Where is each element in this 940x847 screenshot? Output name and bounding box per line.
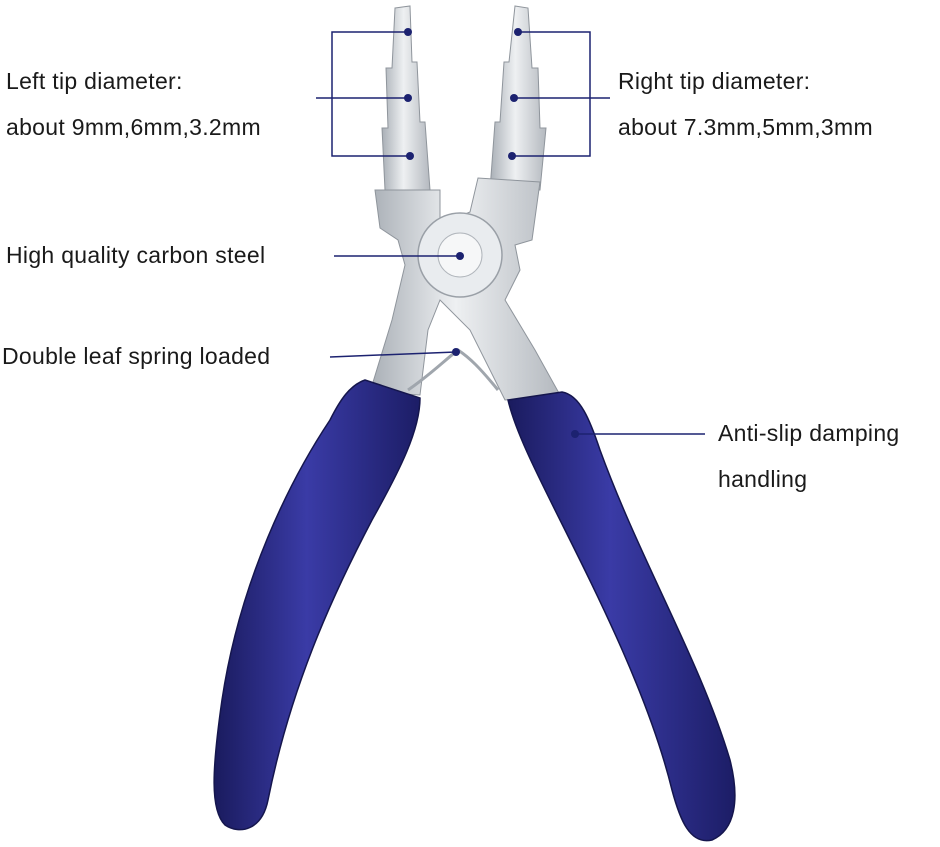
grip-callout: Anti-slip damping handling [718, 410, 900, 502]
left-tip-title: Left tip diameter: [6, 68, 183, 94]
left-handle [213, 379, 421, 831]
spring-text: Double leaf spring loaded [2, 343, 271, 369]
callout-lines [316, 31, 705, 435]
right-tip-callout: Right tip diameter: about 7.3mm,5mm,3mm [618, 58, 873, 150]
grip-title: Anti-slip damping [718, 420, 900, 446]
right-tip-title: Right tip diameter: [618, 68, 811, 94]
grip-subtitle: handling [718, 466, 808, 492]
right-handle [507, 391, 736, 842]
carbon-steel-text: High quality carbon steel [6, 242, 266, 268]
left-tip-callout: Left tip diameter: about 9mm,6mm,3.2mm [6, 58, 261, 150]
left-tip-values: about 9mm,6mm,3.2mm [6, 114, 261, 140]
right-tip-values: about 7.3mm,5mm,3mm [618, 114, 873, 140]
spring-callout: Double leaf spring loaded [2, 333, 270, 379]
pliers-joint-body [369, 177, 561, 401]
carbon-steel-callout: High quality carbon steel [6, 232, 265, 278]
callout-dots [404, 28, 579, 438]
